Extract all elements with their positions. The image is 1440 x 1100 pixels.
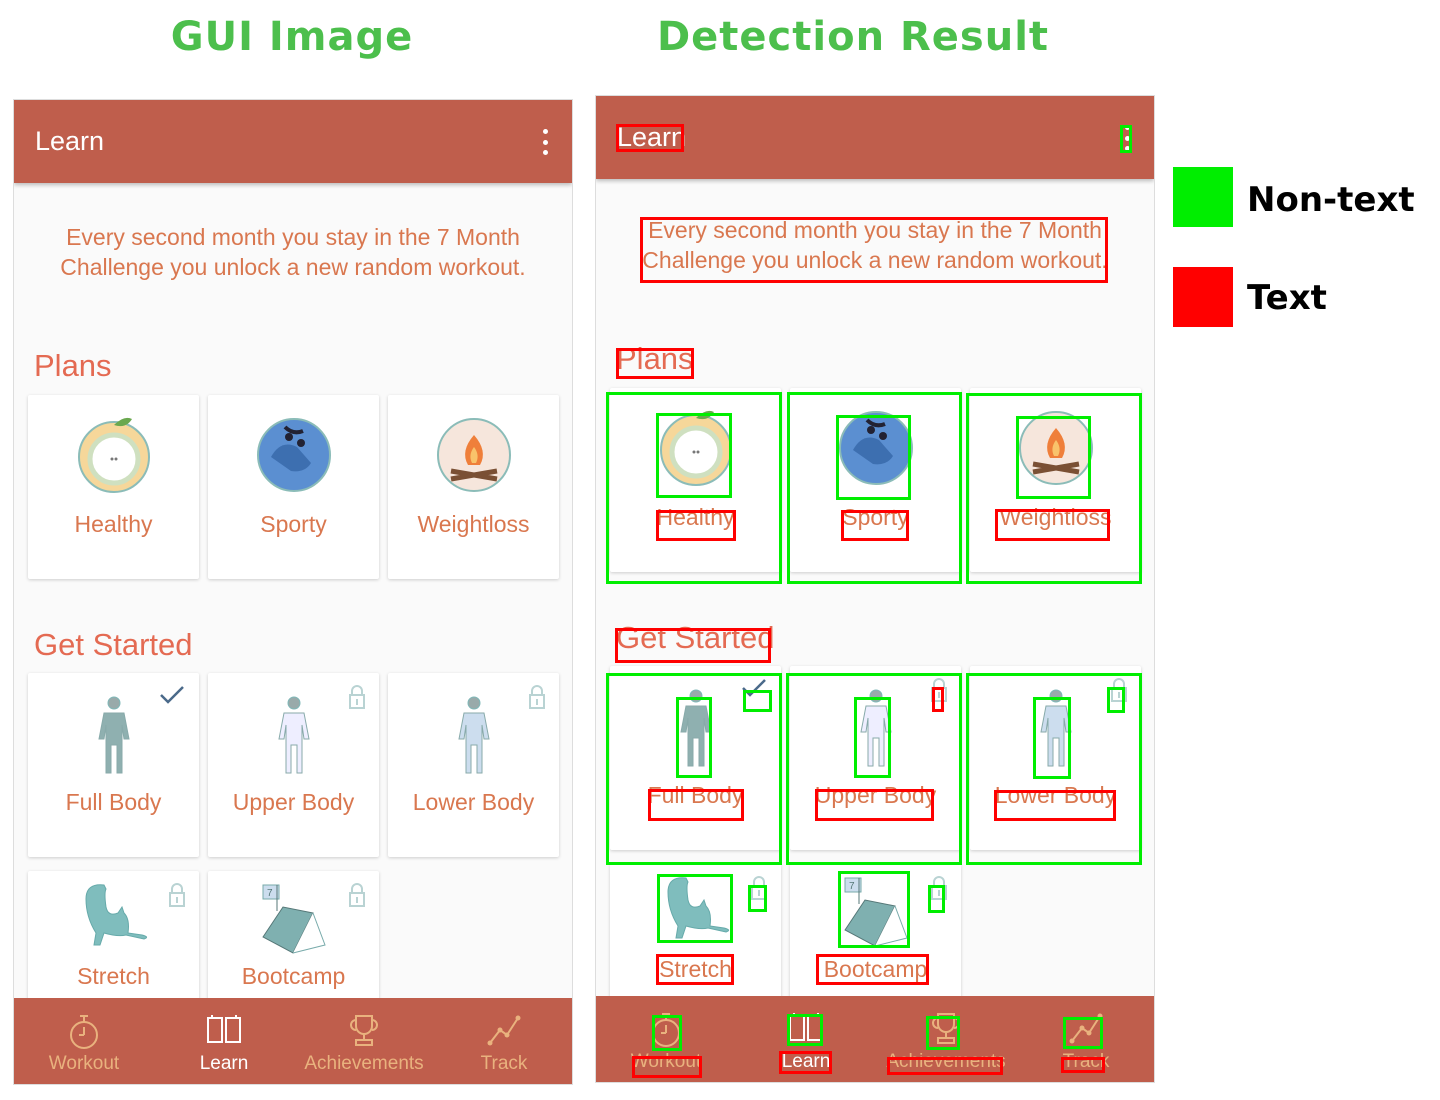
plan-card-weightloss[interactable]: Weightloss [970, 388, 1141, 572]
svg-text:7: 7 [849, 881, 855, 892]
nav-tab-achievements[interactable]: Achievements [294, 998, 434, 1084]
lock-icon [931, 876, 947, 905]
app-header: Learn [14, 100, 572, 183]
plans-heading: Plans [34, 348, 112, 383]
full-body-figure-icon [94, 695, 134, 782]
nav-tab-learn[interactable]: Learn [154, 998, 294, 1084]
legend-swatch-non-text [1173, 167, 1233, 227]
cat-stretch-icon [656, 874, 736, 951]
workout-card-upper-body[interactable]: Upper Body [208, 673, 379, 857]
workout-card-full-body[interactable]: Full Body [28, 673, 199, 857]
lock-icon [1111, 678, 1127, 707]
campfire-icon [1018, 406, 1093, 491]
workout-label: Lower Body [412, 789, 535, 815]
lock-icon [529, 685, 545, 714]
upper-body-figure-icon [274, 695, 314, 782]
plan-label: Healthy [74, 511, 153, 537]
sneakers-icon [256, 413, 331, 498]
nav-label: Achievements [304, 1053, 424, 1072]
nav-tab-workout[interactable]: Workout [596, 996, 736, 1082]
more-options-icon[interactable] [1124, 125, 1130, 151]
workout-card-upper-body[interactable]: Upper Body [790, 666, 961, 850]
nav-label: Achievements [886, 1051, 1006, 1070]
plan-label: Healthy [656, 504, 735, 530]
check-icon [159, 685, 185, 710]
plan-card-sporty[interactable]: Sporty [790, 388, 961, 572]
get-started-heading: Get Started [34, 627, 193, 662]
tent-icon: 7 [257, 881, 331, 966]
lock-icon [751, 876, 767, 905]
nav-tab-track[interactable]: Track [1016, 996, 1154, 1082]
description-text: Every second month you stay in the 7 Mon… [642, 217, 1108, 273]
legend-label-non-text: Non-text [1247, 180, 1415, 220]
workout-label: Stretch [659, 956, 732, 982]
cat-stretch-icon [74, 881, 154, 958]
plan-label: Sporty [842, 504, 909, 530]
plan-card-sporty[interactable]: Sporty [208, 395, 379, 579]
svg-text:7: 7 [267, 888, 273, 899]
campfire-icon [436, 413, 511, 498]
nav-label: Workout [48, 1053, 120, 1072]
workout-label: Upper Body [232, 789, 355, 815]
workout-label: Full Body [65, 789, 162, 815]
lower-body-figure-icon [454, 695, 494, 782]
legend-swatch-text [1173, 267, 1233, 327]
apple-icon [659, 406, 733, 493]
workout-card-full-body[interactable]: Full Body [610, 666, 781, 850]
workout-label: Lower Body [994, 782, 1117, 808]
plan-card-healthy[interactable]: Healthy [610, 388, 781, 572]
lock-icon [931, 678, 947, 707]
header-title: Learn [617, 122, 687, 152]
workout-label: Stretch [77, 963, 150, 989]
plan-label: Sporty [260, 511, 327, 537]
header-title: Learn [35, 126, 105, 156]
workout-card-lower-body[interactable]: Lower Body [970, 666, 1141, 850]
detection-result-title: Detection Result [656, 14, 1050, 60]
nav-label: Workout [630, 1051, 702, 1070]
nav-tab-achievements[interactable]: Achievements [876, 996, 1016, 1082]
get-started-heading: Get Started [616, 620, 775, 655]
nav-label: Learn [781, 1051, 831, 1070]
tent-icon: 7 [839, 874, 913, 959]
nav-tab-learn[interactable]: Learn [736, 996, 876, 1082]
workout-label: Bootcamp [823, 956, 928, 982]
lower-body-figure-icon [1036, 688, 1076, 775]
sneakers-icon [838, 406, 913, 491]
plan-label: Weightloss [417, 511, 530, 537]
full-body-figure-icon [676, 688, 716, 775]
bottom-navigation: Workout Learn Achievements Track [14, 998, 572, 1084]
nav-label: Track [1062, 1051, 1110, 1070]
lock-icon [349, 883, 365, 912]
legend-label-text: Text [1247, 278, 1327, 318]
plan-card-healthy[interactable]: Healthy [28, 395, 199, 579]
plan-label: Weightloss [999, 504, 1112, 530]
lock-icon [169, 883, 185, 912]
check-icon [741, 678, 767, 703]
upper-body-figure-icon [856, 688, 896, 775]
bottom-navigation: Workout Learn Achievements Track [596, 996, 1154, 1082]
lock-icon [349, 685, 365, 714]
workout-label: Upper Body [814, 782, 937, 808]
apple-icon [77, 413, 151, 500]
workout-label: Bootcamp [241, 963, 346, 989]
workout-card-lower-body[interactable]: Lower Body [388, 673, 559, 857]
app-header: Learn [596, 96, 1154, 179]
workout-label: Full Body [647, 782, 744, 808]
plan-card-weightloss[interactable]: Weightloss [388, 395, 559, 579]
plans-heading: Plans [616, 341, 694, 376]
description-text: Every second month you stay in the 7 Mon… [60, 224, 526, 280]
gui-image-title: GUI Image [170, 14, 414, 60]
nav-label: Track [480, 1053, 528, 1072]
nav-tab-track[interactable]: Track [434, 998, 572, 1084]
nav-label: Learn [199, 1053, 249, 1072]
nav-tab-workout[interactable]: Workout [14, 998, 154, 1084]
more-options-icon[interactable] [542, 129, 548, 155]
